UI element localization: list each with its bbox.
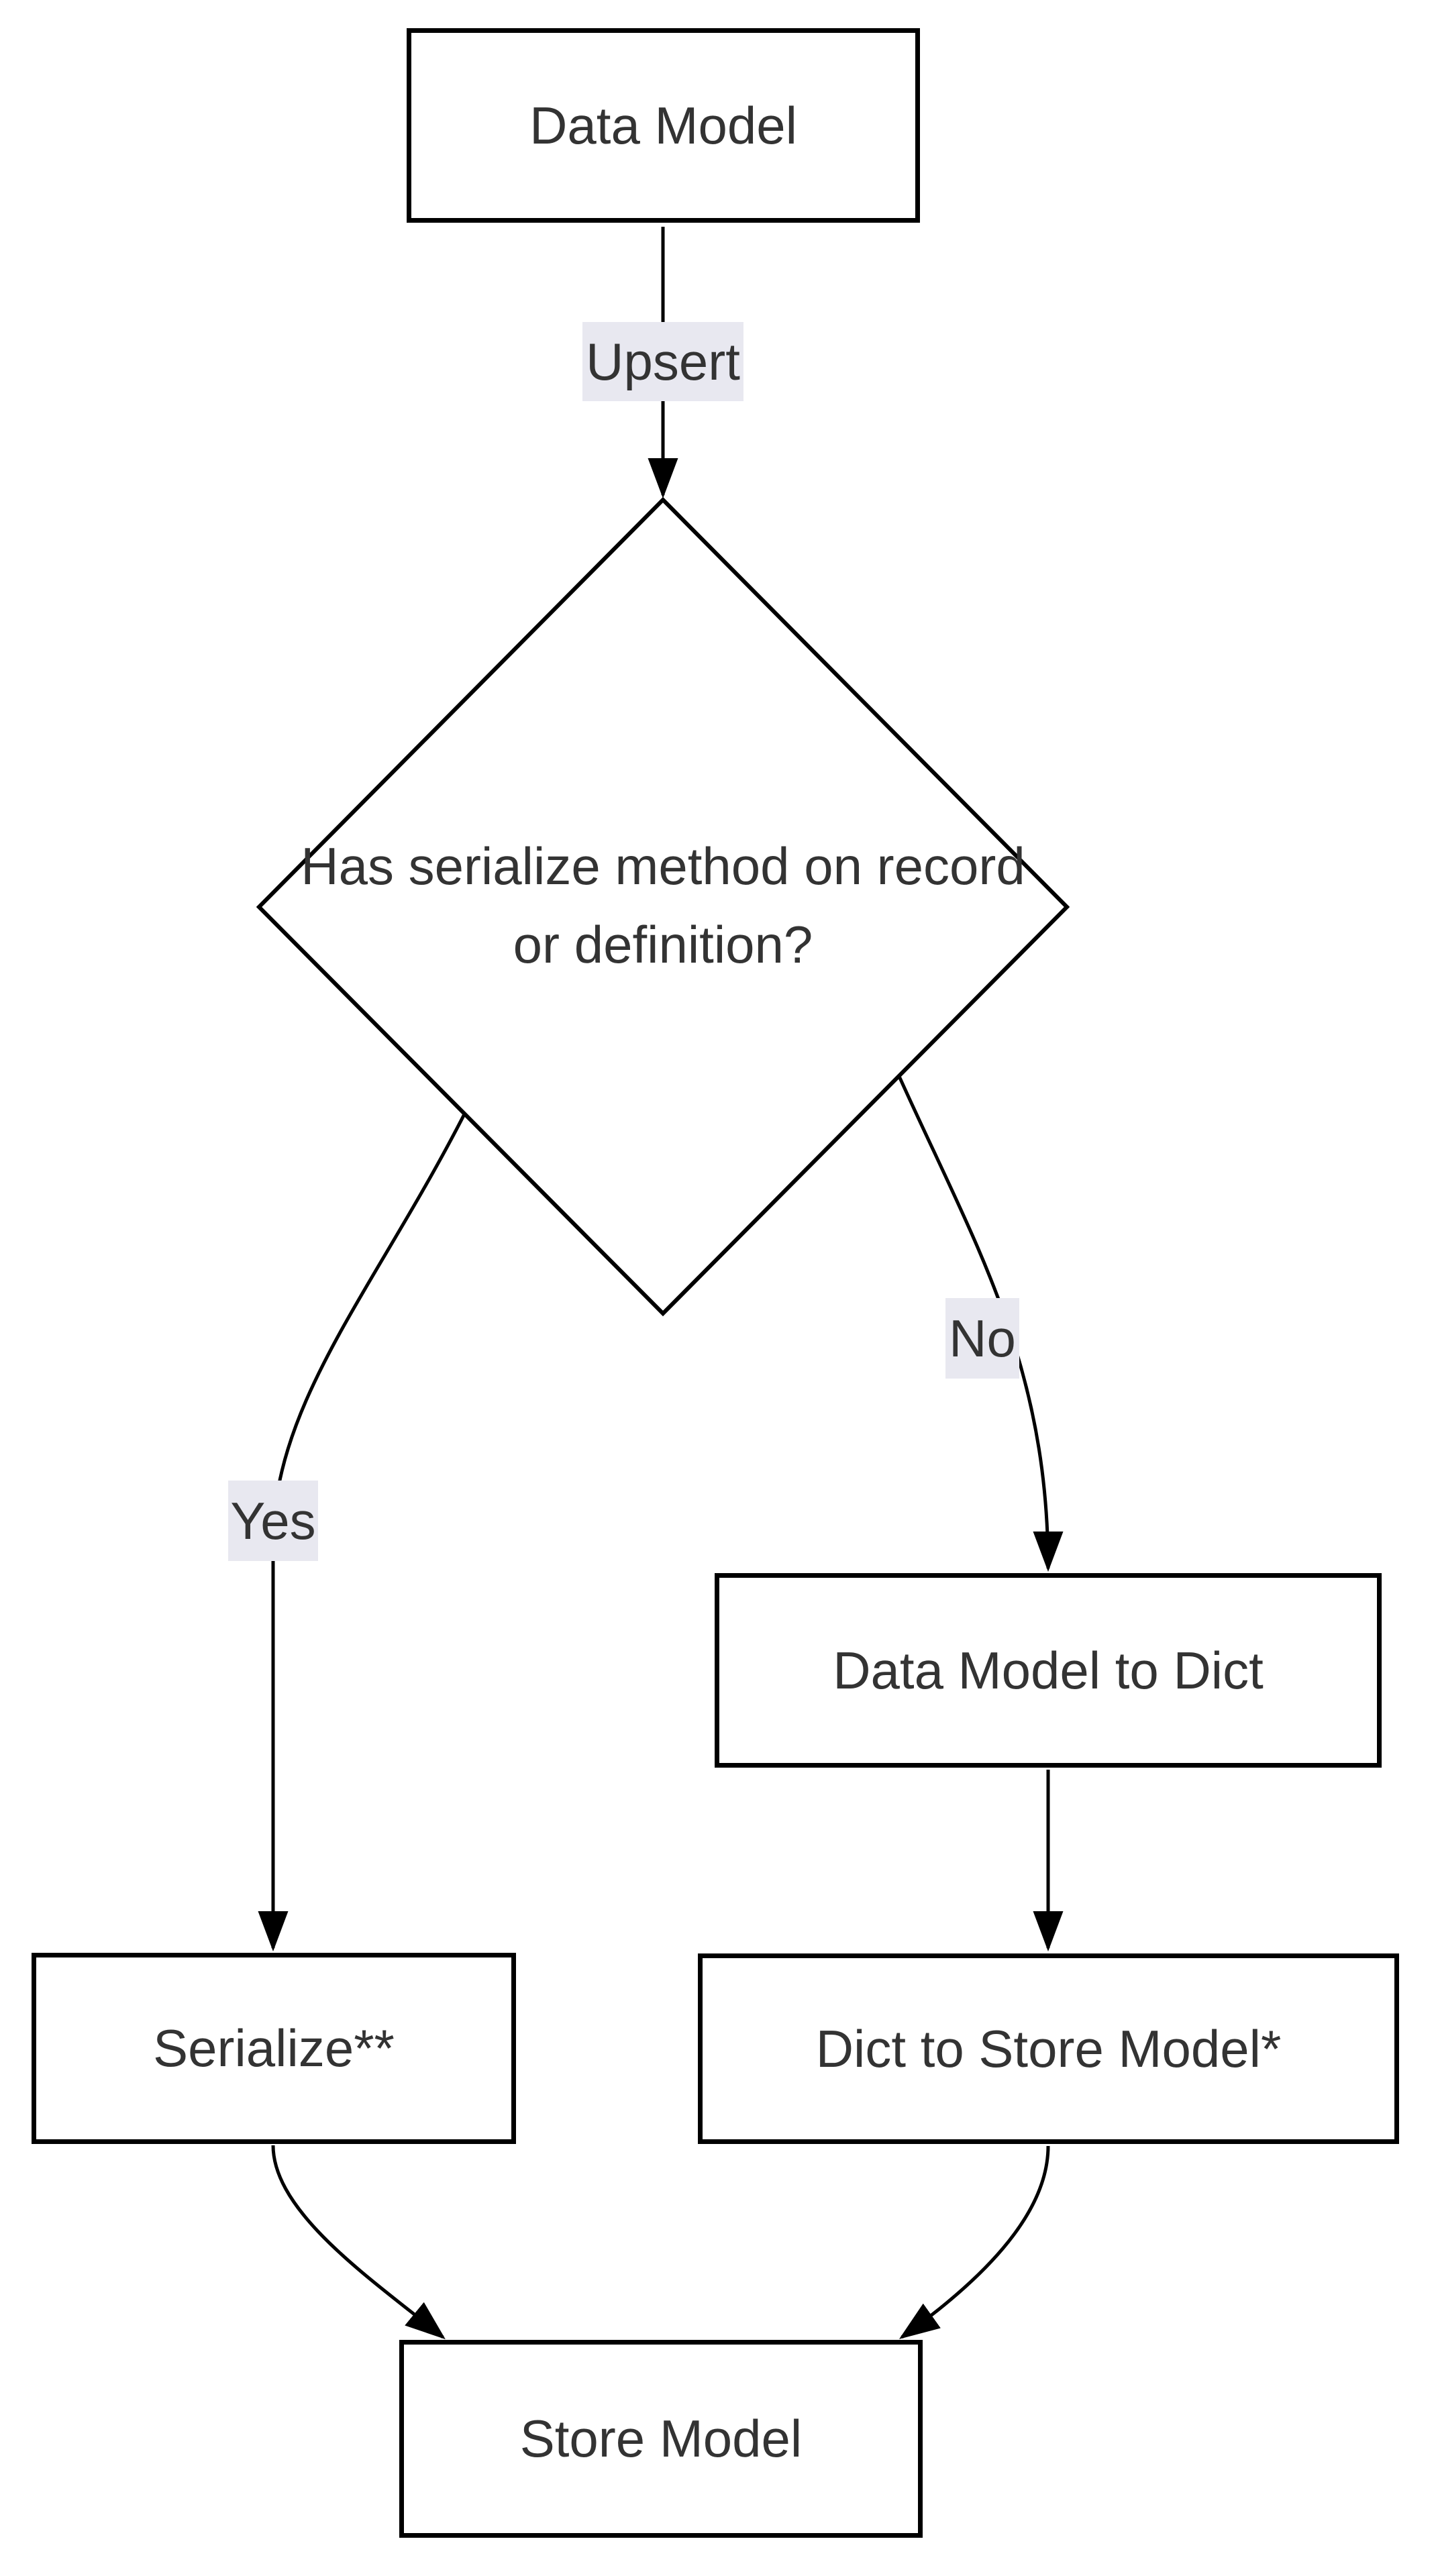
edge-dicttostoremodel-to-storemodel <box>898 2145 1050 2339</box>
edge-label-upsert: Upsert <box>582 322 743 401</box>
node-dict-to-store-model-label: Dict to Store Model* <box>815 2019 1282 2078</box>
node-store-model: Store Model <box>399 2340 923 2538</box>
edge-label-yes-text: Yes <box>230 1491 316 1550</box>
node-decision-label: Has serialize method on record or defini… <box>287 815 1039 996</box>
edge-label-no-text: No <box>949 1308 1016 1368</box>
node-data-model-to-dict-label: Data Model to Dict <box>833 1640 1264 1700</box>
edge-serialize-to-storemodel <box>271 2145 446 2340</box>
node-serialize-label: Serialize** <box>153 2019 395 2078</box>
decision-question-text: Has serialize method on record or defini… <box>301 837 1025 974</box>
edge-label-yes: Yes <box>228 1481 318 1561</box>
decision-diamond-shape <box>256 496 1070 1317</box>
edge-label-no: No <box>945 1298 1019 1379</box>
node-serialize: Serialize** <box>32 1953 516 2144</box>
node-dict-to-store-model: Dict to Store Model* <box>698 1953 1399 2144</box>
edge-label-upsert-text: Upsert <box>586 331 740 391</box>
node-data-model-to-dict: Data Model to Dict <box>715 1573 1382 1768</box>
node-data-model-label: Data Model <box>529 95 797 155</box>
node-data-model: Data Model <box>407 28 920 223</box>
node-store-model-label: Store Model <box>519 2409 803 2468</box>
